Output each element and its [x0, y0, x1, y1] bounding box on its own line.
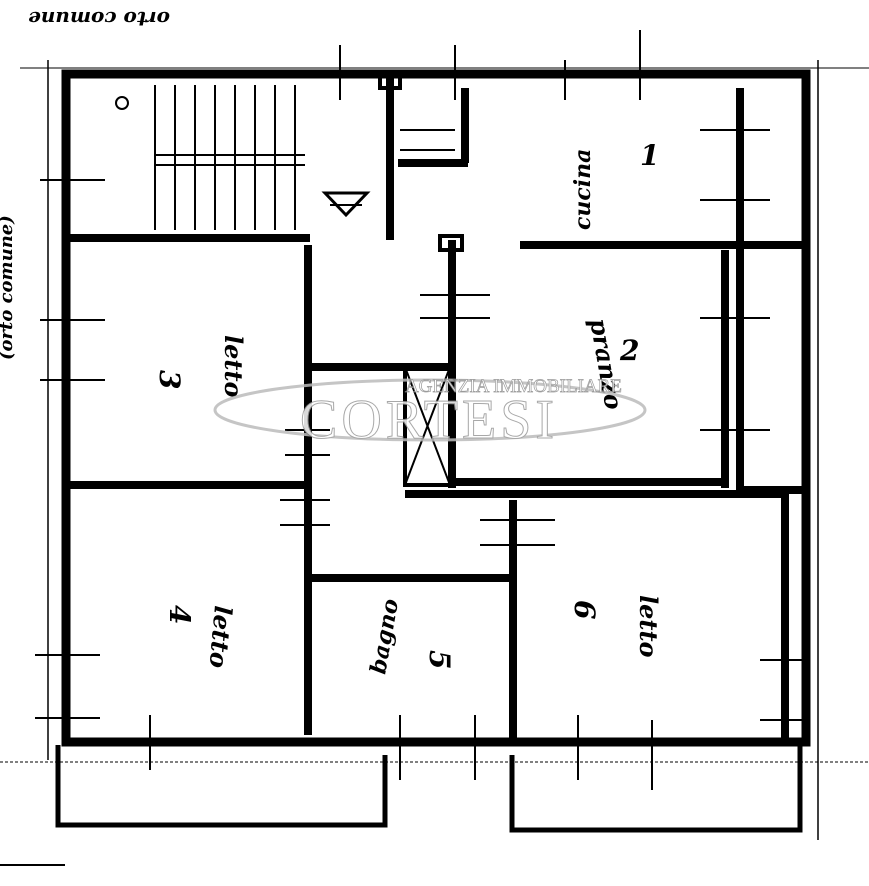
watermark-line2: CORTESI — [300, 389, 558, 451]
room-label-cucina: cucina — [570, 149, 596, 230]
room-label-bagno: bagno — [365, 597, 404, 676]
room-label-letto-6: letto — [634, 595, 663, 658]
left-label: (orto comune) — [0, 215, 17, 360]
watermark: AGENZIA IMMOBILIARE CORTESI — [213, 376, 647, 452]
room-label-letto-4: letto — [204, 604, 238, 669]
top-label: orto comune — [28, 7, 170, 31]
room-number-5: 5 — [423, 650, 456, 669]
room-number-3: 3 — [153, 370, 186, 389]
room-label-letto-3: letto — [219, 335, 248, 398]
room-number-2: 2 — [619, 334, 639, 367]
room-number-6: 6 — [568, 600, 601, 619]
watermark-line1: AGENZIA IMMOBILIARE — [405, 376, 622, 397]
room-number-4: 4 — [163, 605, 196, 624]
room-number-1: 1 — [640, 139, 659, 172]
walls — [0, 30, 869, 866]
